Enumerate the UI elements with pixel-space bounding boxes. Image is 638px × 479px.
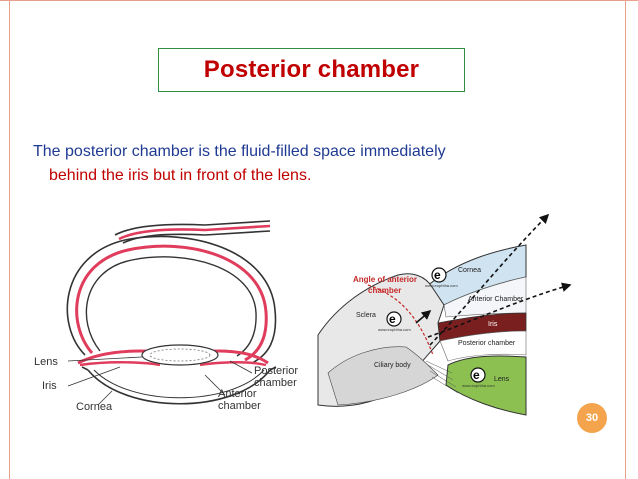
label-cornea: Cornea — [76, 401, 113, 413]
slide-frame-left — [9, 0, 10, 479]
label-lens: Lens — [494, 376, 510, 383]
label-ciliary-body: Ciliary body — [374, 362, 411, 369]
watermark: www.eophtha.com — [462, 383, 495, 388]
label-sclera: Sclera — [356, 312, 376, 319]
body-text-line-1: The posterior chamber is the fluid-fille… — [33, 143, 446, 160]
label-anterior-chamber: Anterior Chamber — [468, 296, 524, 303]
label-posterior-chamber: Posterior chamber — [458, 340, 516, 347]
eye-cross-section-diagram: Lens Iris Cornea Posterior chamber Anter… — [34, 220, 298, 413]
anterior-chamber-angle-diagram: e e e www.eophtha.com www.eophtha.com ww… — [317, 213, 572, 416]
label-iris: Iris — [42, 380, 57, 392]
page-number-badge: 30 — [577, 403, 607, 433]
label-anterior-chamber-1: Anterior — [218, 388, 257, 400]
watermark: www.eophtha.com — [425, 283, 458, 288]
label-iris: Iris — [488, 321, 498, 328]
label-angle-of-anterior-chamber-1: Angle of anterior — [353, 275, 417, 284]
label-angle-of-anterior-chamber-2: chamber — [368, 286, 401, 295]
logo-letter: e — [473, 368, 480, 382]
logo-letter: e — [389, 312, 396, 326]
label-anterior-chamber-2: chamber — [218, 400, 261, 412]
title-box: Posterior chamber — [158, 48, 465, 92]
slide-frame-right — [625, 0, 626, 479]
label-posterior-chamber-1: Posterior — [254, 365, 298, 377]
body-text-line-2: behind the iris but in front of the lens… — [49, 167, 312, 184]
slide-title: Posterior chamber — [203, 56, 420, 83]
label-posterior-chamber-2: chamber — [254, 377, 297, 389]
slide-frame-top — [0, 0, 638, 1]
logo-letter: e — [434, 268, 441, 282]
label-cornea: Cornea — [458, 267, 481, 274]
label-lens: Lens — [34, 356, 58, 368]
watermark: www.eophtha.com — [378, 327, 411, 332]
